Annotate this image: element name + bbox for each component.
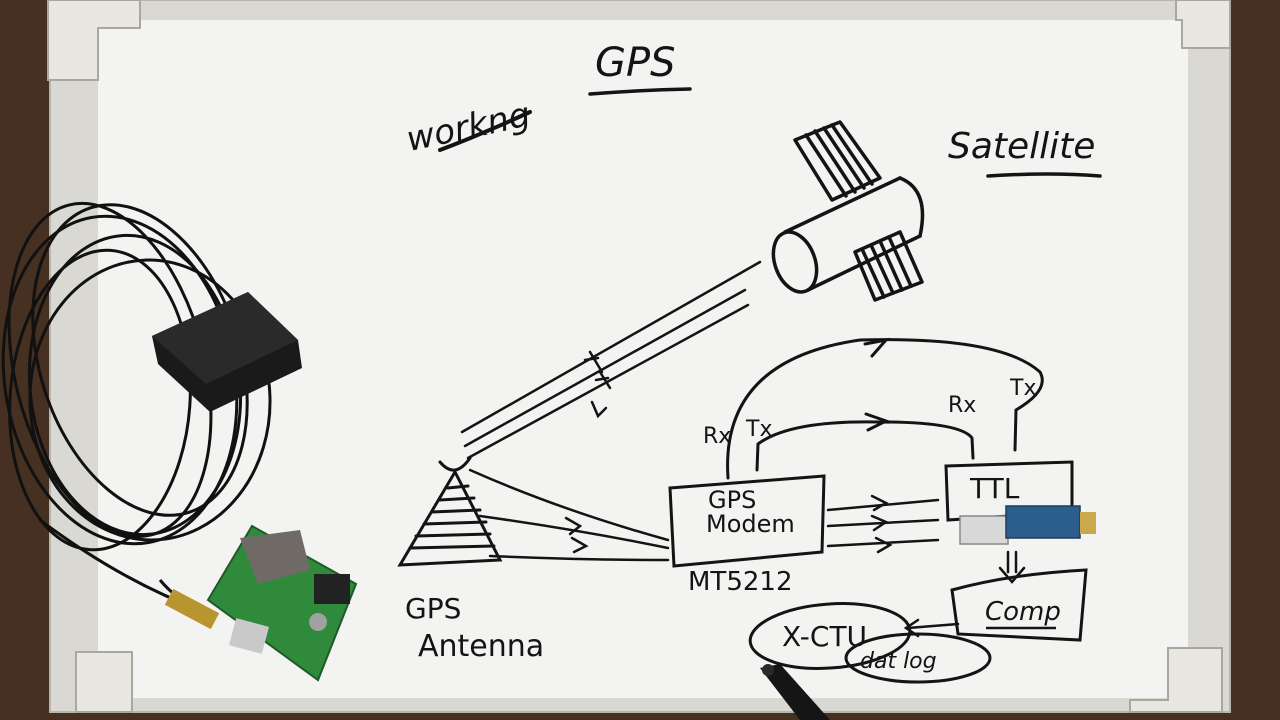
gps-modem-box	[668, 474, 826, 568]
modem-ttl-lines	[826, 494, 940, 554]
modem-chip-label: MT5212	[688, 567, 792, 597]
board-title: GPS	[595, 40, 676, 86]
usb-ttl-converter	[959, 505, 1096, 545]
antenna-label-antenna: Antenna	[418, 629, 544, 664]
comp-label: Comp	[985, 597, 1061, 627]
xctu-ellipse	[748, 602, 912, 670]
modem-label-gps: GPS	[708, 486, 756, 514]
title-underline	[588, 87, 692, 96]
gps-module-board	[164, 524, 358, 682]
datalog-label: dat log	[860, 649, 937, 674]
ttl-label: TTL	[969, 472, 1020, 505]
satellite-label: Satellite	[948, 126, 1095, 167]
modem-rx-label: Rx	[703, 424, 731, 449]
ttl-comp-arrow	[998, 550, 1026, 584]
antenna-modem-lines	[468, 468, 670, 562]
comp-box	[950, 568, 1088, 642]
gps-antenna-drawing	[397, 456, 503, 567]
signal-lines	[460, 260, 762, 460]
ttl-rx-label: Rx	[948, 393, 976, 418]
frame-corners	[47, 0, 1231, 713]
rx-tx-connections	[726, 337, 1044, 480]
marker-pen	[760, 664, 830, 720]
subtitle-underline	[438, 110, 532, 152]
datalog-ellipse	[844, 632, 992, 684]
satellite-drawing	[771, 120, 925, 302]
satellite-underline	[986, 172, 1102, 178]
antenna-label-gps: GPS	[405, 592, 461, 625]
gps-antenna-puck	[152, 292, 302, 412]
modem-label-modem: Modem	[706, 510, 795, 538]
